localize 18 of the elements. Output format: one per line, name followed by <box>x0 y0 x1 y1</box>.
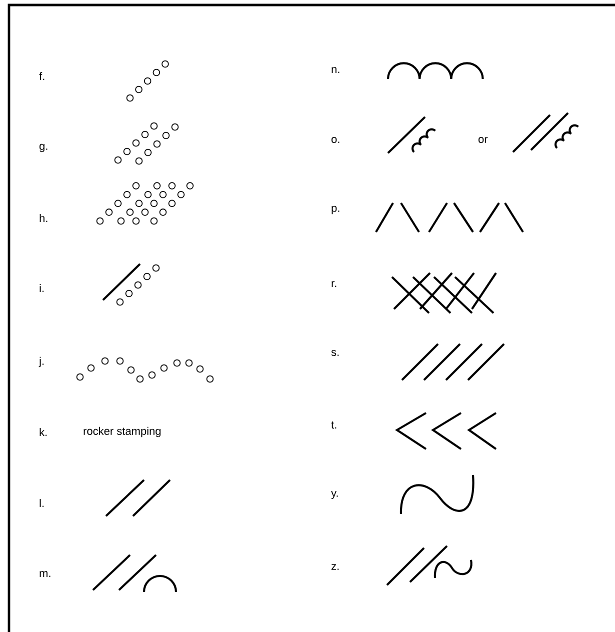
item-letter: z. <box>331 564 339 570</box>
item-letter: n. <box>332 67 340 73</box>
item-letter: t. <box>331 421 336 429</box>
item-letter: j. <box>38 356 44 368</box>
text-label: rocker stamping <box>84 426 161 438</box>
item-letter: m. <box>40 571 50 577</box>
item-letter: i. <box>40 284 44 292</box>
item-letter: o. <box>332 137 340 144</box>
item-letter: r. <box>332 281 336 287</box>
item-letter: p. <box>332 206 340 214</box>
item-letter: h. <box>40 214 48 222</box>
item-letter: l. <box>40 499 44 507</box>
item-letter: y. <box>331 490 338 500</box>
item-letter: f. <box>39 72 44 80</box>
item-letter: g. <box>40 144 48 152</box>
item-letter: s. <box>331 350 339 356</box>
text-label: or <box>478 137 488 144</box>
item-letter: k. <box>40 428 47 436</box>
